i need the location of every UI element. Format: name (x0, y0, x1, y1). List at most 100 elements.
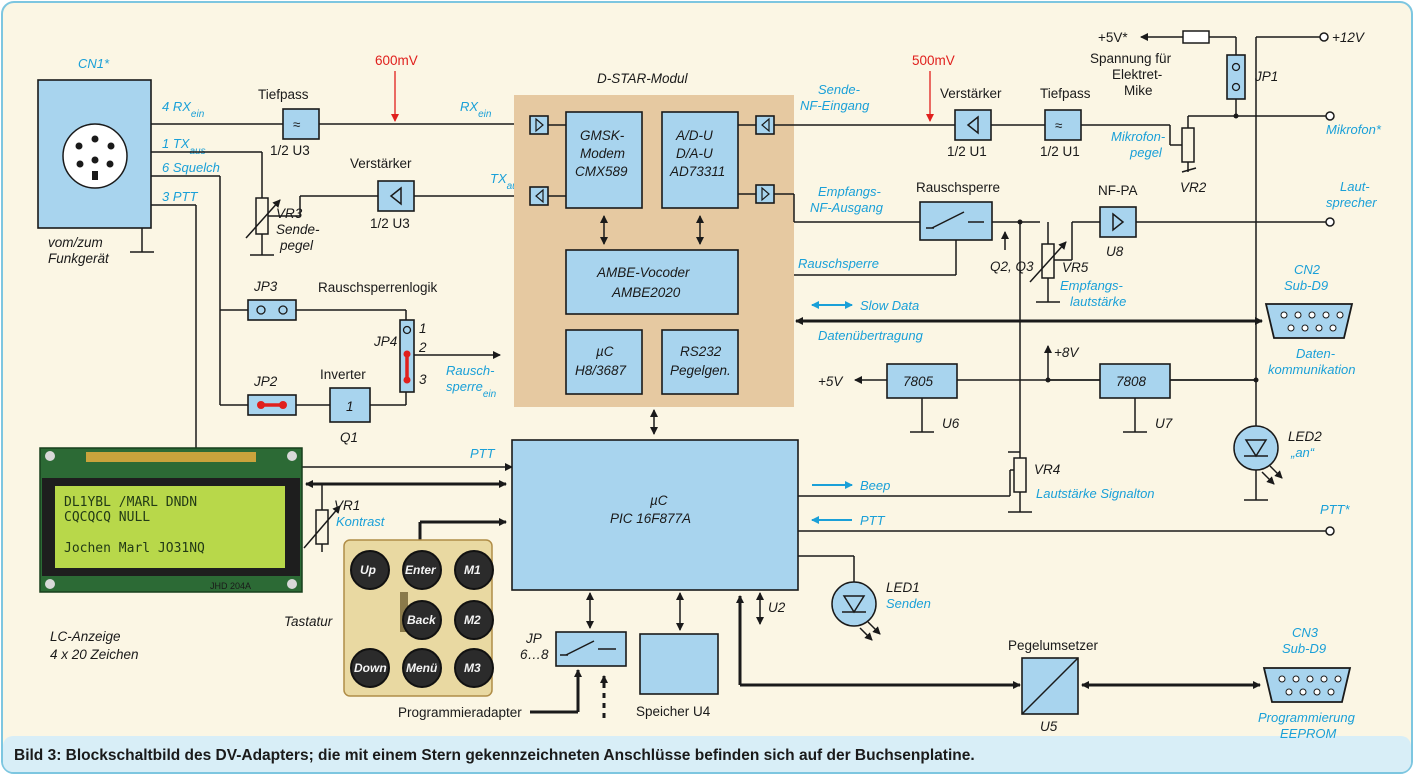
key-menu-label: Menü (406, 661, 438, 675)
gmsk-line-3: CMX589 (575, 164, 628, 179)
programmierung-1: Programmierung (1258, 710, 1356, 725)
plus8v-label: +8V (1054, 345, 1080, 360)
key-m3-label: M3 (464, 661, 481, 675)
vr1-label: VR1 (334, 498, 360, 513)
adc-line-1: A/D-U (675, 128, 713, 143)
led1-label-1: LED1 (886, 580, 920, 595)
slow-data-label: Slow Data (860, 298, 919, 313)
tiefpass-u3 (283, 109, 319, 139)
tiefpass-u3-symbol: ≈ (293, 117, 301, 132)
lcd-part-number: JHD 204A (210, 581, 251, 591)
spannung-1: Spannung für (1090, 51, 1172, 66)
sende-nf-1: Sende- (818, 82, 861, 97)
cn2-label-2: Sub-D9 (1284, 278, 1328, 293)
nf-pa-label: NF-PA (1098, 183, 1138, 198)
adc-line-3: AD73311 (669, 164, 725, 179)
jp2-label: JP2 (253, 374, 278, 389)
u7-label: U7 (1155, 416, 1173, 431)
cn3-label-1: CN3 (1292, 625, 1319, 640)
lautsprecher-terminal (1326, 218, 1334, 226)
rs232-block (662, 330, 738, 394)
cn3-label-2: Sub-D9 (1282, 641, 1326, 656)
mikrofon-terminal (1326, 112, 1334, 120)
cn1-caption-2: Funkgerät (48, 251, 110, 266)
mikrofon-label: Mikrofon* (1326, 122, 1382, 137)
port-tx-out (530, 187, 548, 205)
nf-pa-u8 (1100, 207, 1136, 237)
pic-line-1: µC (650, 493, 668, 508)
empfangs-nf-2: NF-Ausgang (810, 200, 884, 215)
adc-line-2: D/A-U (676, 146, 713, 161)
datenuebertragung-label: Datenübertragung (818, 328, 924, 343)
kontrast-label: Kontrast (336, 514, 386, 529)
h8-uc-block (566, 330, 642, 394)
plus12v-label: +12V (1332, 30, 1366, 45)
resistor-5v (1183, 31, 1209, 43)
tastatur-label: Tastatur (284, 614, 333, 629)
jp4-label: JP4 (373, 334, 397, 349)
cn3-subd9-connector (1264, 668, 1350, 702)
speicher-label: Speicher U4 (636, 704, 711, 719)
spannung-3: Mike (1124, 83, 1153, 98)
cn2-subd9-connector (1266, 304, 1352, 338)
h8-line-2: H8/3687 (575, 363, 627, 378)
vr5-label: VR5 (1062, 260, 1089, 275)
q2q3-label: Q2, Q3 (990, 259, 1034, 274)
svg-text:≈: ≈ (1055, 118, 1063, 133)
jp4-pin-1: 1 (419, 321, 427, 336)
jp68-label-1: JP (525, 631, 542, 646)
led1-label-2: Senden (886, 596, 931, 611)
tiefpass-u1-label: Tiefpass (1040, 86, 1091, 101)
plus12v-terminal (1320, 33, 1328, 41)
verstaerker-u1-ref: 1/2 U1 (947, 144, 987, 159)
level-600mv: 600mV (375, 53, 418, 68)
dstar-module-title: D-STAR-Modul (597, 71, 689, 86)
key-down-label: Down (354, 661, 387, 675)
cn1-connector (38, 80, 151, 228)
gmsk-line-2: Modem (580, 146, 625, 161)
rauschsperrenlogik-label: Rauschsperrenlogik (318, 280, 438, 295)
inverter-label: Inverter (320, 367, 366, 382)
verstaerker-u3-ref: 1/2 U3 (370, 216, 410, 231)
jp68-label-2: 6…8 (520, 647, 549, 662)
sende-nf-2: NF-Eingang (800, 98, 870, 113)
pic-line-2: PIC 16F877A (610, 511, 691, 526)
programmierung-2: EEPROM (1280, 726, 1337, 741)
jp3-label: JP3 (253, 279, 278, 294)
led2-label-1: LED2 (1288, 429, 1322, 444)
port-rx-in (530, 116, 548, 134)
pin-squelch-label: 6 Squelch (162, 160, 220, 175)
vr3-label: VR3 (276, 206, 303, 221)
lautsprecher-1: Laut- (1340, 179, 1370, 194)
key-up-label: Up (360, 563, 376, 577)
level-500mv: 500mV (912, 53, 955, 68)
ptt-star-label: PTT* (1320, 502, 1351, 517)
jp3-jumper (248, 300, 296, 320)
key-m1-label: M1 (464, 563, 481, 577)
led2-label-2: „an“ (1290, 445, 1315, 460)
cn1-label: CN1* (78, 56, 110, 71)
pegelumsetzer-label: Pegelumsetzer (1008, 638, 1099, 653)
h8-line-1: µC (596, 344, 614, 359)
lc-anzeige-1: LC-Anzeige (50, 629, 121, 644)
vr3-caption-2: pegel (279, 238, 314, 253)
cn2-label-1: CN2 (1294, 262, 1321, 277)
tiefpass-u3-ref: 1/2 U3 (270, 143, 310, 158)
vr3-caption-1: Sende- (276, 222, 320, 237)
empfangs-nf-1: Empfangs- (818, 184, 882, 199)
pin-ptt-label: 3 PTT (162, 189, 198, 204)
rauschsperre-signal-label: Rauschsperre (798, 256, 879, 271)
programmieradapter-label: Programmieradapter (398, 705, 522, 720)
jp1-jumper (1227, 55, 1245, 99)
plus5v-label: +5V (818, 374, 844, 389)
rauschsperre-label: Rauschsperre (916, 180, 1000, 195)
ambe-line-2: AMBE2020 (611, 285, 681, 300)
key-enter-label: Enter (405, 563, 437, 577)
beep-label: Beep (860, 478, 890, 493)
inverter-symbol: 1 (346, 399, 354, 414)
rs232-line-1: RS232 (680, 344, 722, 359)
vr2-label: VR2 (1180, 180, 1207, 195)
speicher-u4 (640, 634, 718, 694)
key-m2-label: M2 (464, 613, 481, 627)
